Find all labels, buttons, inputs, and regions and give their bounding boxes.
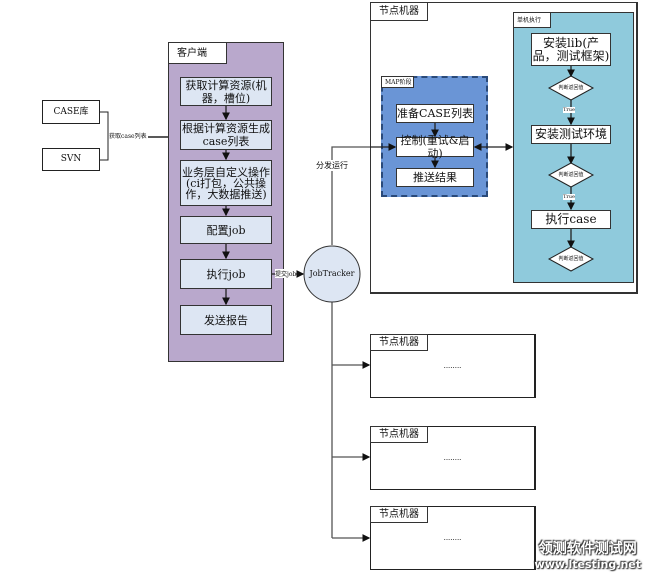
map-step: 控制(重试&启动) bbox=[396, 134, 474, 160]
node-machine: ........ bbox=[370, 506, 536, 570]
client-step: 获取计算资源(机器，槽位) bbox=[180, 77, 272, 106]
watermark-line1: 领测软件测试网 bbox=[538, 541, 637, 557]
node-machine: ........ bbox=[370, 334, 536, 398]
dispatch-label: 分发运行 bbox=[316, 160, 348, 171]
node-title: 节点机器 bbox=[370, 334, 428, 351]
dispatch-line bbox=[331, 146, 370, 245]
node-title: 节点机器 bbox=[370, 426, 428, 443]
true-label: True bbox=[563, 194, 575, 200]
node-content: ........ bbox=[443, 453, 462, 462]
single-title: 单机执行 bbox=[513, 12, 551, 28]
true-label: True bbox=[563, 107, 575, 113]
watermark-logo: 领测软件测试网 www.ltesting.net bbox=[535, 538, 641, 571]
map-title: MAP阶段 bbox=[381, 76, 414, 88]
decision-diamond bbox=[547, 246, 595, 272]
svn-box: SVN bbox=[42, 148, 100, 171]
decision-label: 判断返回值 bbox=[558, 85, 584, 91]
client-step: 执行job bbox=[180, 259, 272, 289]
client-step: 业务层自定义操作(ci打包，公共操作，大数据推送) bbox=[180, 160, 272, 206]
fetch-case-label: 获取case列表 bbox=[109, 131, 147, 140]
decision-diamond bbox=[547, 75, 595, 101]
decision-label: 判断返回值 bbox=[558, 172, 584, 178]
single-step: 执行case bbox=[531, 210, 611, 229]
client-step: 根据计算资源生成case列表 bbox=[180, 120, 272, 150]
client-step: 配置job bbox=[180, 216, 272, 244]
source-bracket bbox=[100, 111, 109, 161]
node-machine: ........ bbox=[370, 426, 536, 490]
watermark-line2: www.ltesting.net bbox=[534, 558, 641, 571]
client-title: 客户端 bbox=[168, 42, 227, 64]
case-repo-box: CASE库 bbox=[42, 100, 100, 124]
node-content: ........ bbox=[443, 533, 462, 542]
single-step: 安装lib(产品，测试框架) bbox=[531, 33, 611, 66]
single-step: 安装测试环境 bbox=[531, 125, 611, 144]
node-title: 节点机器 bbox=[370, 506, 428, 523]
decision-label: 判断返回值 bbox=[558, 256, 584, 262]
node-machine-main bbox=[370, 2, 638, 294]
map-step: 准备CASE列表 bbox=[396, 104, 474, 123]
jobtracker-node bbox=[303, 245, 361, 303]
client-step: 发送报告 bbox=[180, 305, 272, 335]
map-step: 推送结果 bbox=[396, 168, 474, 187]
node-content: ........ bbox=[443, 361, 462, 370]
node-title: 节点机器 bbox=[370, 2, 428, 21]
jobtracker-label: JobTracker bbox=[309, 269, 355, 278]
decision-diamond bbox=[547, 162, 595, 188]
submit-job-label: 提交job bbox=[275, 269, 297, 278]
